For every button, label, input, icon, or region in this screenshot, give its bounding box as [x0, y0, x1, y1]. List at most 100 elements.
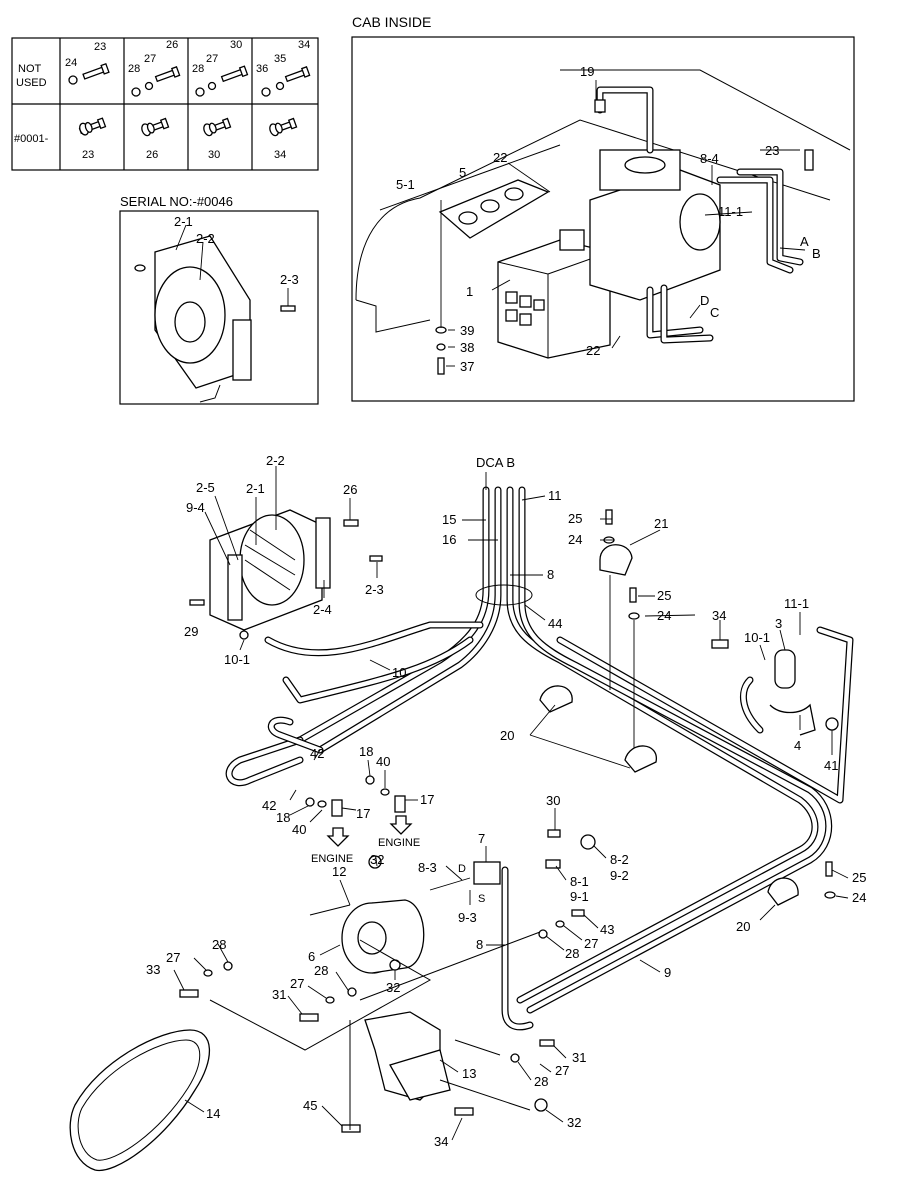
table-cell-label: 28: [192, 63, 204, 75]
table-cell-label: 26: [146, 149, 158, 161]
callout-label: C: [710, 305, 719, 320]
callout-label: 21: [654, 516, 668, 531]
washer-icon: [824, 891, 836, 899]
table-cell-label: 23: [82, 149, 94, 161]
callout-label: 28: [565, 946, 579, 961]
callout-label: 27: [166, 950, 180, 965]
callout-label: 2-5: [196, 480, 215, 495]
callout-label: 28: [534, 1074, 548, 1089]
bracket-icon: [315, 517, 331, 589]
table-row2-label: #0001-: [14, 133, 49, 145]
table-cell-label: 34: [274, 149, 286, 161]
callout-label: 43: [600, 922, 614, 937]
callout-label: 25: [657, 588, 671, 603]
clamp-icon: [594, 99, 606, 113]
callout-label: 27: [584, 936, 598, 951]
washer-icon: [68, 75, 78, 85]
nut-icon: [825, 717, 839, 731]
bolt-assembly-icon: [141, 117, 170, 137]
callout-label: 8-3: [418, 860, 437, 875]
callout-label: 9: [664, 965, 671, 980]
engine-label: ENGINE: [311, 853, 353, 865]
callout-label: 2-1: [174, 214, 193, 229]
table-cell-label: 23: [94, 41, 106, 53]
table-cell-label: 24: [65, 57, 77, 69]
callout-label: 8: [547, 567, 554, 582]
lockwasher-icon: [436, 343, 446, 351]
callout-label: 16: [442, 532, 456, 547]
bolt-icon: [454, 1107, 474, 1116]
callout-label: 37: [460, 359, 474, 374]
cab-inside-panel: 19 22 5 5-1 8-4 23 11-1 A B 1 D C 22 39 …: [351, 36, 855, 402]
table-cell-label: 34: [298, 39, 310, 51]
bolt-assembly-icon: [78, 117, 107, 136]
callout-label: 17: [420, 792, 434, 807]
nut-icon: [580, 834, 596, 850]
nut-icon: [534, 1098, 548, 1112]
callout-label: 24: [852, 890, 866, 905]
callout-label: 22: [586, 343, 600, 358]
lockwasher-icon: [207, 81, 217, 91]
bolt-icon: [605, 509, 613, 525]
lockwasher-icon: [275, 81, 285, 91]
washer-icon: [555, 920, 565, 928]
callout-label: 2-3: [280, 272, 299, 287]
callout-label: 11-1: [784, 596, 809, 611]
bolt-icon: [711, 639, 729, 649]
drive-belt: [69, 1029, 211, 1172]
receiver-drier: [711, 639, 839, 736]
callout-label: 22: [493, 150, 507, 165]
bolt-icon: [571, 909, 585, 917]
table-cell-label: 27: [206, 53, 218, 65]
callout-label: 9-2: [610, 868, 629, 883]
engine-label: ENGINE: [378, 837, 420, 849]
manifold: [473, 829, 596, 939]
callout-label: 20: [736, 919, 750, 934]
callout-label: 32: [370, 852, 384, 867]
callout-label: 27: [555, 1063, 569, 1078]
oring-icon: [317, 800, 327, 808]
nut-icon: [365, 775, 375, 785]
hose-clamp: [475, 584, 533, 606]
callout-label: 41: [824, 758, 838, 773]
callout-label: 2-4: [313, 602, 332, 617]
callout-label: 15: [442, 512, 456, 527]
callout-label: 24: [657, 608, 671, 623]
callout-label: 11-1: [718, 204, 743, 219]
callout-label: 28: [212, 937, 226, 952]
callout-label: 25: [852, 870, 866, 885]
callout-label: 8-1: [570, 874, 589, 889]
washer-icon: [510, 1053, 520, 1063]
washer-icon: [628, 612, 640, 620]
callout-label: 2-2: [196, 231, 215, 246]
callout-label: 8-4: [700, 151, 719, 166]
callout-label: 24: [568, 532, 582, 547]
callout-label: DCA B: [476, 455, 515, 470]
callout-label: 44: [548, 616, 562, 631]
callout-label: 40: [376, 754, 390, 769]
callout-label: 19: [580, 64, 594, 79]
callout-label: 42: [262, 798, 276, 813]
washer-icon: [538, 929, 548, 939]
table-cell-label: 26: [166, 39, 178, 51]
bolt-icon: [341, 1124, 361, 1133]
bolt-icon: [825, 861, 833, 877]
clamp-icon: [767, 877, 799, 906]
callout-label: 7: [478, 831, 485, 846]
table-cell-label: 35: [274, 53, 286, 65]
washer-icon: [195, 87, 205, 97]
callout-label: 2-2: [266, 453, 285, 468]
parts-table: NOT USED #0001- 24 23 28 27 26 28 27 30 …: [11, 37, 319, 171]
callout-label: 4: [794, 738, 801, 753]
washer-icon: [261, 87, 271, 97]
callout-label: 12: [332, 864, 346, 879]
bolt-assembly-icon: [269, 117, 298, 137]
nut-icon: [305, 797, 315, 807]
cab-inside-title: CAB INSIDE: [352, 14, 431, 30]
callout-label: D: [700, 293, 709, 308]
callout-label: 10-1: [744, 630, 770, 645]
callout-label: 23: [765, 143, 779, 158]
callout-label: 18: [359, 744, 373, 759]
